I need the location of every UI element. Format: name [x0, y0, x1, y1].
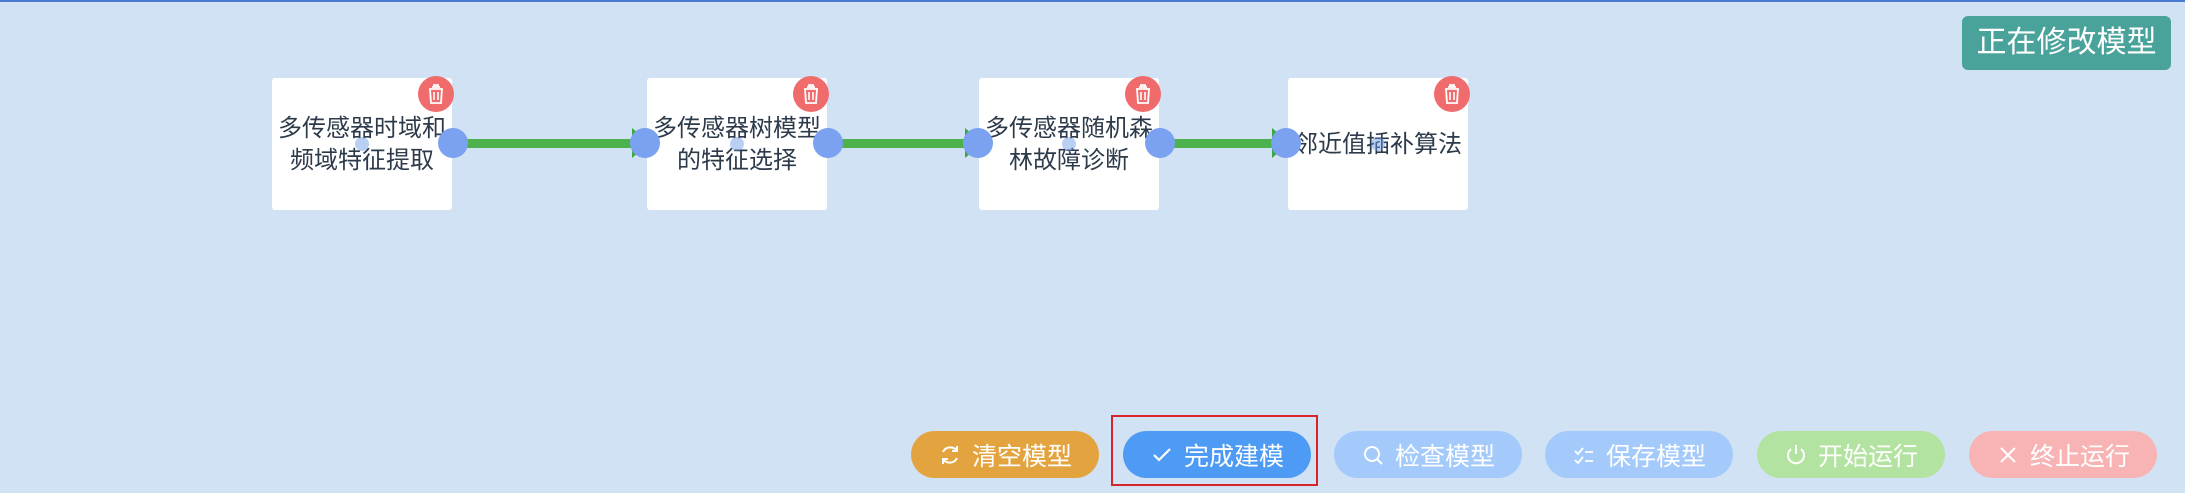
stop-run-label: 终止运行 — [2029, 441, 2130, 471]
stop-run-button[interactable]: 终止运行 — [1969, 431, 2157, 478]
clear-model-label: 清空模型 — [971, 441, 1072, 471]
clear-model-button[interactable]: 清空模型 — [911, 431, 1099, 478]
delete-node-button[interactable] — [793, 76, 829, 112]
node-label: 多传感器时域和 频域特征提取 — [278, 112, 446, 176]
node-label-line: 的特征选择 — [677, 146, 797, 174]
node-label-line: 多传感器时域和 — [278, 114, 446, 142]
delete-node-button[interactable] — [418, 76, 454, 112]
output-port[interactable] — [813, 128, 843, 158]
node-label: 多传感器树模型 的特征选择 — [653, 112, 821, 176]
node-label-line: 邻近值插补算法 — [1294, 130, 1462, 158]
trash-icon — [1136, 84, 1150, 104]
start-run-label: 开始运行 — [1817, 441, 1918, 471]
finish-modeling-button[interactable]: 完成建模 — [1123, 431, 1311, 478]
trash-icon — [804, 84, 818, 104]
power-icon — [1786, 444, 1805, 464]
node-label: 邻近值插补算法 — [1294, 128, 1462, 160]
start-run-button[interactable]: 开始运行 — [1757, 431, 1945, 478]
close-icon — [2000, 446, 2016, 463]
input-port[interactable] — [963, 128, 993, 158]
save-model-button[interactable]: 保存模型 — [1545, 431, 1733, 478]
input-port[interactable] — [1271, 128, 1301, 158]
node-label-line: 多传感器树模型 — [653, 114, 821, 142]
flow-node[interactable]: 多传感器随机森 林故障诊断 — [979, 76, 1161, 210]
node-label-line: 频域特征提取 — [290, 146, 434, 174]
trash-icon — [429, 84, 443, 104]
list-check-icon — [1574, 446, 1593, 464]
flow-node[interactable]: 邻近值插补算法 — [1288, 76, 1470, 210]
search-icon — [1363, 445, 1383, 465]
flow-edge — [452, 139, 642, 148]
flow-node[interactable]: 多传感器时域和 频域特征提取 — [272, 76, 454, 210]
save-model-label: 保存模型 — [1605, 441, 1706, 471]
output-port[interactable] — [1145, 128, 1175, 158]
node-label: 多传感器随机森 林故障诊断 — [985, 112, 1153, 176]
check-model-label: 检查模型 — [1394, 441, 1495, 471]
flow-edge — [828, 139, 975, 148]
check-icon — [1153, 447, 1171, 462]
trash-icon — [1445, 84, 1459, 104]
node-anchor — [355, 137, 369, 151]
node-label-line: 林故障诊断 — [1009, 146, 1129, 174]
flow-node[interactable]: 多传感器树模型 的特征选择 — [647, 76, 829, 210]
check-model-button[interactable]: 检查模型 — [1334, 431, 1522, 478]
flow-edge — [1160, 139, 1282, 148]
node-anchor — [730, 137, 744, 151]
refresh-icon — [941, 445, 958, 464]
node-label-line: 多传感器随机森 — [985, 114, 1153, 142]
status-badge: 正在修改模型 — [1962, 16, 2171, 70]
delete-node-button[interactable] — [1434, 76, 1470, 112]
finish-modeling-label: 完成建模 — [1183, 441, 1284, 471]
output-port[interactable] — [438, 128, 468, 158]
node-anchor — [1371, 137, 1385, 151]
input-port[interactable] — [630, 128, 660, 158]
delete-node-button[interactable] — [1125, 76, 1161, 112]
top-border — [0, 0, 2185, 2]
node-anchor — [1062, 137, 1076, 151]
